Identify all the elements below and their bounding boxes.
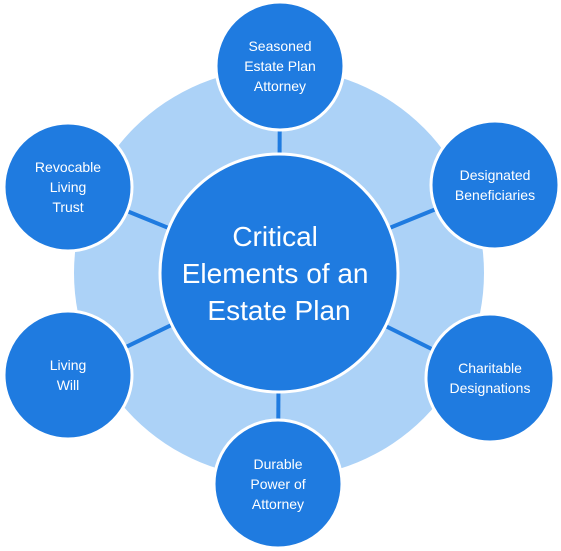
node-label-line: Attorney	[252, 496, 304, 512]
node-label-line: Will	[57, 377, 80, 393]
center-title: Critical Elements of an Estate Plan	[182, 221, 377, 326]
node-circle-charitable-designations	[424, 312, 556, 444]
node-circle-seasoned-attorney	[214, 0, 346, 132]
node-circle-durable-power-of-attorney	[212, 418, 344, 550]
center-title-line-2: Elements of an	[182, 258, 369, 289]
node-label-line: Power of	[250, 476, 305, 492]
node-label-line: Trust	[52, 199, 83, 215]
node-label-line: Living	[50, 357, 87, 373]
node-label-line: Designations	[450, 380, 531, 396]
node-label-line: Attorney	[254, 78, 306, 94]
node-label-line: Living	[50, 179, 87, 195]
center-circle	[158, 152, 400, 394]
center-node: Critical Elements of an Estate Plan	[158, 152, 400, 394]
node-label-line: Beneficiaries	[455, 187, 535, 203]
node-label-line: Estate Plan	[244, 58, 316, 74]
node-label-line: Durable	[253, 456, 302, 472]
node-circle-designated-beneficiaries	[429, 119, 561, 251]
node-label-line: Seasoned	[248, 38, 311, 54]
center-title-line-3: Estate Plan	[207, 295, 350, 326]
center-title-line-1: Critical	[232, 221, 318, 252]
node-label-line: Designated	[460, 167, 531, 183]
node-circle-revocable-living-trust	[2, 121, 134, 253]
node-label-line: Revocable	[35, 159, 101, 175]
node-label-line: Charitable	[458, 360, 522, 376]
node-circle-living-will	[2, 309, 134, 441]
